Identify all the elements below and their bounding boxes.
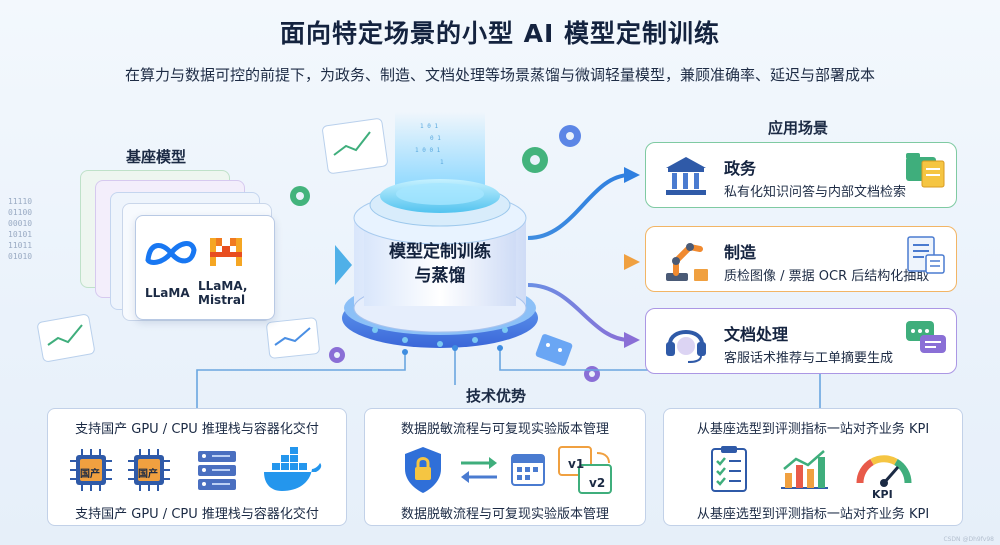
chat-bubble-icon — [906, 321, 946, 353]
bar-chart-icon — [781, 450, 828, 489]
tech-panel-data: 数据脱敏流程与可复现实验版本管理 数据脱敏流程与可复现实验版本管理 v1 v2 — [364, 408, 646, 526]
tech-panel-kpi: 从基座选型到评测指标一站对齐业务 KPI 从基座选型到评测指标一站对齐业务 KP… — [663, 408, 963, 526]
version-label: v2 — [589, 476, 606, 490]
mistral-logo-icon — [210, 238, 242, 266]
model-card: LLaMA LLaMA, Mistral — [135, 215, 275, 320]
meta-logo-icon — [145, 241, 197, 265]
model-name-mistral: LLaMA, Mistral — [198, 279, 248, 307]
chip-label: 国产 — [80, 469, 100, 480]
app-card-manufacturing: 制造 质检图像 / 票据 OCR 后结构化抽取 — [645, 226, 957, 292]
app-desc: 私有化知识问答与内部文档检索 — [724, 185, 907, 200]
cube-icon — [535, 334, 573, 366]
svg-text:1: 1 — [440, 159, 444, 166]
app-desc: 客服话术推荐与工单摘要生成 — [724, 351, 894, 366]
checklist-icon — [711, 446, 747, 492]
app-title: 文档处理 — [724, 325, 789, 344]
government-building-icon — [666, 157, 706, 195]
panel-bottom-text: 数据脱敏流程与可复现实验版本管理 — [400, 507, 609, 522]
version-label: v1 — [568, 457, 585, 471]
panel-top-text: 从基座选型到评测指标一站对齐业务 KPI — [696, 422, 930, 437]
chart-card-icon — [37, 118, 388, 362]
center-label: 模型定制训练与蒸馏 — [389, 242, 491, 286]
chip-label: 国产 — [138, 469, 158, 480]
svg-text:1 0 0 1: 1 0 0 1 — [415, 147, 441, 154]
app-desc: 质检图像 / 票据 OCR 后结构化抽取 — [724, 269, 930, 284]
version-icon — [558, 446, 612, 494]
model-name-llama: LLaMA — [145, 286, 190, 300]
app-title: 制造 — [724, 243, 757, 262]
app-card-document: 文档处理 客服话术推荐与工单摘要生成 — [645, 308, 957, 374]
gauge-icon — [856, 455, 912, 487]
shield-lock-icon — [405, 447, 441, 493]
app-card-government: 政务 私有化知识问答与内部文档检索 — [645, 142, 957, 208]
base-models-label: 基座模型 — [126, 148, 187, 166]
robot-arm-icon — [666, 243, 708, 281]
page-title: 面向特定场景的小型 AI 模型定制训练 — [279, 19, 721, 48]
panel-top-text: 支持国产 GPU / CPU 推理栈与容器化交付 — [75, 422, 319, 437]
svg-text:1 0 1: 1 0 1 — [420, 123, 438, 130]
docker-icon — [264, 447, 322, 491]
cpu-chip-icon — [128, 449, 170, 491]
gauge-label: KPI — [872, 488, 893, 501]
server-icon — [198, 451, 236, 490]
page-subtitle: 在算力与数据可控的前提下，为政务、制造、文档处理等场景蒸馏与微调轻量模型，兼顾准… — [124, 66, 875, 84]
panel-bottom-text: 从基座选型到评测指标一站对齐业务 KPI — [696, 507, 930, 522]
tech-label: 技术优势 — [466, 387, 527, 405]
swap-arrows-icon — [461, 457, 497, 483]
panel-bottom-text: 支持国产 GPU / CPU 推理栈与容器化交付 — [75, 507, 319, 522]
cpu-chip-icon — [70, 449, 112, 491]
folder-document-icon — [906, 153, 945, 188]
panel-top-text: 数据脱敏流程与可复现实验版本管理 — [400, 422, 609, 437]
document-scan-icon — [907, 236, 945, 274]
input-arrows — [280, 245, 352, 285]
svg-text:0 1: 0 1 — [430, 135, 441, 142]
calendar-icon — [511, 454, 545, 486]
tech-panel-hardware: 支持国产 GPU / CPU 推理栈与容器化交付 支持国产 GPU / CPU … — [47, 408, 347, 526]
headset-icon — [666, 330, 706, 363]
applications-label: 应用场景 — [768, 119, 829, 137]
gear-icon — [290, 147, 548, 206]
app-title: 政务 — [724, 159, 757, 178]
watermark: CSDN @Dh9fv98 — [943, 536, 994, 543]
